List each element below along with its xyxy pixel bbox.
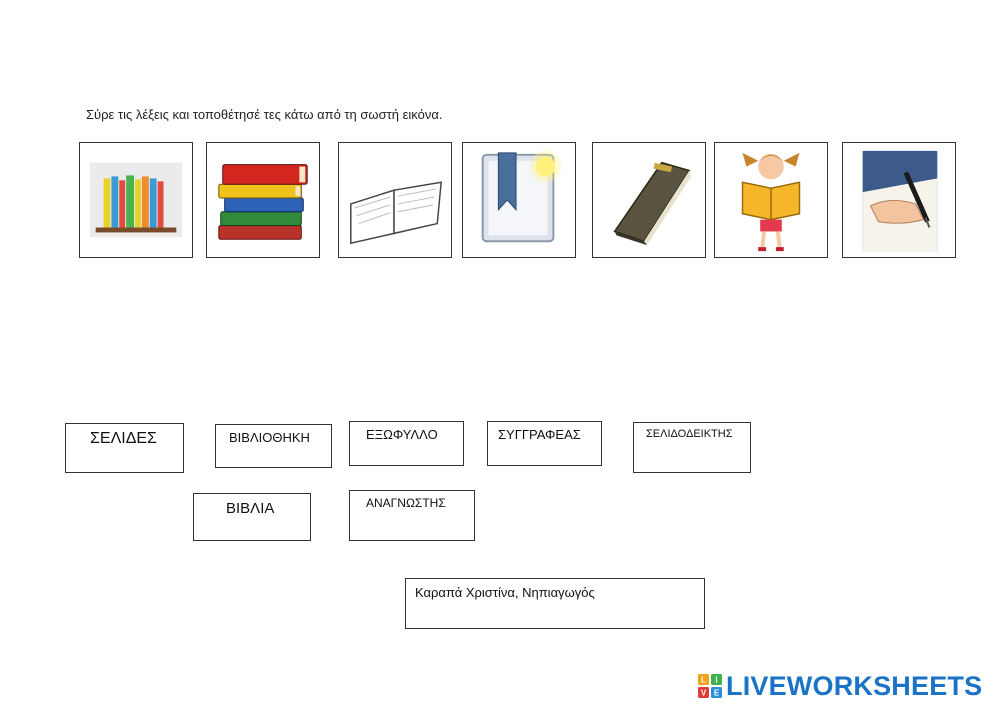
picture-bookshelf[interactable]	[79, 142, 193, 258]
book-stack-icon	[218, 164, 308, 240]
author-credit-text: Καραπά Χριστίνα, Νηπιαγωγός	[415, 585, 595, 600]
svg-text:V: V	[701, 689, 707, 698]
author-credit-box: Καραπά Χριστίνα, Νηπιαγωγός	[405, 578, 705, 629]
picture-open-book[interactable]	[338, 142, 452, 258]
picture-bookmark[interactable]	[462, 142, 576, 258]
liveworksheets-logo-icon: L I V E	[698, 674, 722, 698]
girl-reading-icon	[741, 152, 801, 252]
word-card-label: ΣΕΛΙΔΕΣ	[90, 430, 157, 447]
svg-text:L: L	[701, 676, 706, 685]
word-card-label: ΒΙΒΛΙΑ	[226, 500, 275, 517]
bookmark-icon	[481, 150, 562, 243]
liveworksheets-brand: L I V E LIVEWORKSHEETS	[698, 671, 982, 701]
word-card-label: ΒΙΒΛΙΟΘΗΚΗ	[229, 430, 310, 445]
word-card-author[interactable]: ΣΥΓΓΡΑΦΕΑΣ	[487, 421, 602, 466]
word-card-books[interactable]: ΒΙΒΛΙΑ	[193, 493, 311, 541]
word-card-pages[interactable]: ΣΕΛΙΔΕΣ	[65, 423, 184, 473]
open-book-icon	[350, 181, 442, 245]
instruction-text: Σύρε τις λέξεις και τοποθέτησέ τες κάτω …	[86, 107, 443, 122]
picture-hand-writing[interactable]	[842, 142, 956, 258]
word-card-label: ΕΞΩΦΥΛΛΟ	[366, 427, 438, 442]
word-card-label: ΣΥΓΓΡΑΦΕΑΣ	[498, 427, 581, 442]
word-card-label: ΣΕΛΙΔΟΔΕΙΚΤΗΣ	[646, 428, 733, 440]
svg-text:E: E	[714, 689, 720, 698]
closed-book-cover-icon	[613, 161, 692, 246]
picture-girl-reading[interactable]	[714, 142, 828, 258]
word-card-library[interactable]: ΒΙΒΛΙΟΘΗΚΗ	[215, 424, 332, 468]
svg-text:I: I	[715, 676, 717, 685]
liveworksheets-wordmark: LIVEWORKSHEETS	[726, 670, 983, 701]
word-card-cover[interactable]: ΕΞΩΦΥΛΛΟ	[349, 421, 464, 466]
picture-book-cover[interactable]	[592, 142, 706, 258]
word-card-reader[interactable]: ΑΝΑΓΝΩΣΤΗΣ	[349, 490, 475, 541]
word-card-label: ΑΝΑΓΝΩΣΤΗΣ	[366, 496, 446, 510]
picture-book-stack[interactable]	[206, 142, 320, 258]
bookshelf-icon	[89, 162, 183, 238]
word-card-bookmark[interactable]: ΣΕΛΙΔΟΔΕΙΚΤΗΣ	[633, 422, 751, 473]
hand-writing-icon	[862, 150, 938, 252]
